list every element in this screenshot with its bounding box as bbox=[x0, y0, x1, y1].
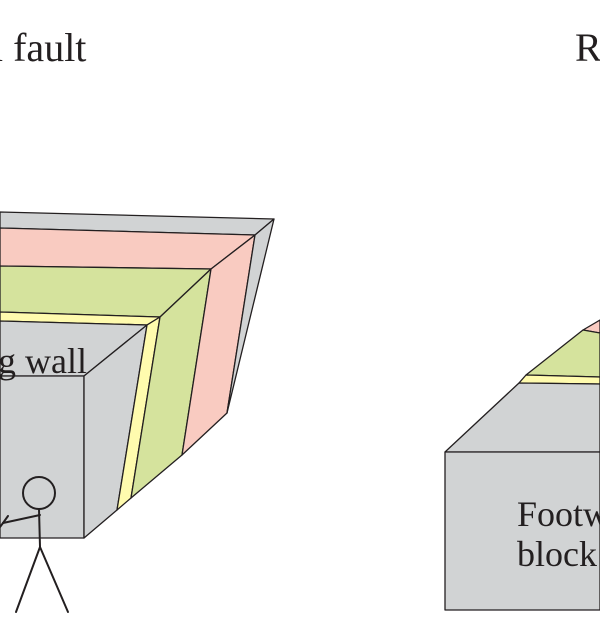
footwall-top-pink bbox=[0, 227, 256, 270]
figure-leg-right bbox=[39, 546, 69, 613]
hanging-wall-label: g wall bbox=[0, 341, 87, 381]
right-top-yellow bbox=[518, 374, 600, 385]
figure-hand bbox=[2, 515, 9, 524]
footwall-label-line2: block bbox=[517, 534, 597, 574]
right-front-gray bbox=[444, 451, 600, 611]
right-top-green bbox=[525, 329, 600, 378]
footwall-label-line1: Footw bbox=[517, 494, 600, 534]
left-diagram-title: l fault bbox=[0, 25, 87, 70]
footwall-side-gray bbox=[226, 218, 275, 414]
right-diagram-title: R bbox=[575, 25, 600, 70]
figure-leg-left bbox=[15, 546, 41, 613]
right-top-gray bbox=[444, 382, 600, 453]
figure-hand-lower bbox=[0, 522, 4, 528]
footwall-block-label: Footw block bbox=[517, 494, 600, 574]
stick-figure bbox=[0, 476, 69, 613]
hanging-wall-front bbox=[0, 375, 85, 539]
figure-arm bbox=[2, 514, 41, 524]
